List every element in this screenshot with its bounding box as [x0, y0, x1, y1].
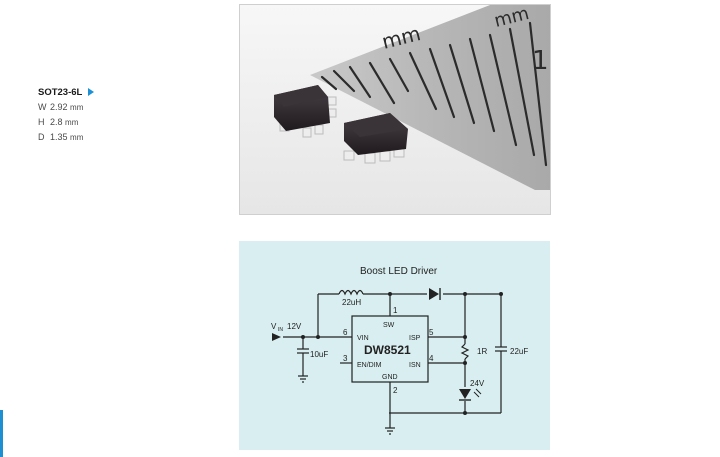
schematic-title: Boost LED Driver	[360, 266, 438, 277]
output-cap-value: 22uF	[510, 347, 528, 356]
resistor-symbol	[460, 343, 470, 360]
vin-value: 12V	[287, 322, 302, 331]
dim-key: H	[38, 117, 45, 127]
pin-isp: ISP	[409, 335, 421, 342]
diode-symbol	[429, 288, 439, 300]
chips-ruler-illustration: mm mm 1	[240, 5, 550, 214]
vin-arrow-icon	[272, 333, 281, 341]
pin-vin: VIN	[357, 335, 369, 342]
dim-key: D	[38, 132, 45, 142]
pin-number-6: 6	[343, 328, 348, 337]
dim-value: 2.92	[50, 102, 68, 112]
chip-right	[343, 113, 408, 164]
dim-value: 1.35	[50, 132, 68, 142]
package-name: SOT23-6L	[38, 87, 83, 98]
inductor-value: 22uH	[342, 298, 361, 307]
led-voltage: 24V	[470, 379, 485, 388]
resistor-value: 1R	[477, 347, 487, 356]
page-edge-marker	[0, 410, 3, 457]
dim-row-d: D 1.35 mm	[38, 130, 94, 145]
play-arrow-icon[interactable]	[88, 88, 95, 96]
dim-unit: mm	[70, 133, 84, 142]
schematic-diagram: Boost LED Driver	[271, 266, 528, 435]
chip-left	[274, 85, 337, 138]
boost-led-driver-schematic: Boost LED Driver	[239, 241, 550, 450]
ruler-ticks	[320, 21, 548, 167]
pin-number-4: 4	[429, 354, 434, 363]
ruler-number: 1	[532, 46, 549, 76]
dim-unit: mm	[65, 118, 79, 127]
chip-name: DW8521	[364, 343, 411, 357]
pin-number-1: 1	[393, 306, 398, 315]
dim-unit: mm	[70, 103, 84, 112]
vin-label: V	[271, 322, 277, 331]
pin-gnd: GND	[382, 374, 398, 381]
led-symbol	[459, 389, 471, 399]
pin-number-5: 5	[429, 328, 434, 337]
pin-isn: ISN	[409, 362, 421, 369]
dim-value: 2.8	[50, 117, 63, 127]
inductor-symbol	[338, 289, 364, 296]
dim-key: W	[38, 102, 47, 112]
input-cap-value: 10uF	[310, 350, 328, 359]
package-photo: mm mm 1	[239, 4, 551, 215]
dim-row-h: H 2.8 mm	[38, 115, 94, 130]
pin-number-2: 2	[393, 386, 398, 395]
pin-en: EN/DIM	[357, 362, 382, 369]
vin-sub: IN	[278, 327, 283, 333]
pin-number-3: 3	[343, 354, 348, 363]
package-title-row: SOT23-6L	[38, 85, 95, 100]
pin-sw: SW	[383, 322, 395, 329]
